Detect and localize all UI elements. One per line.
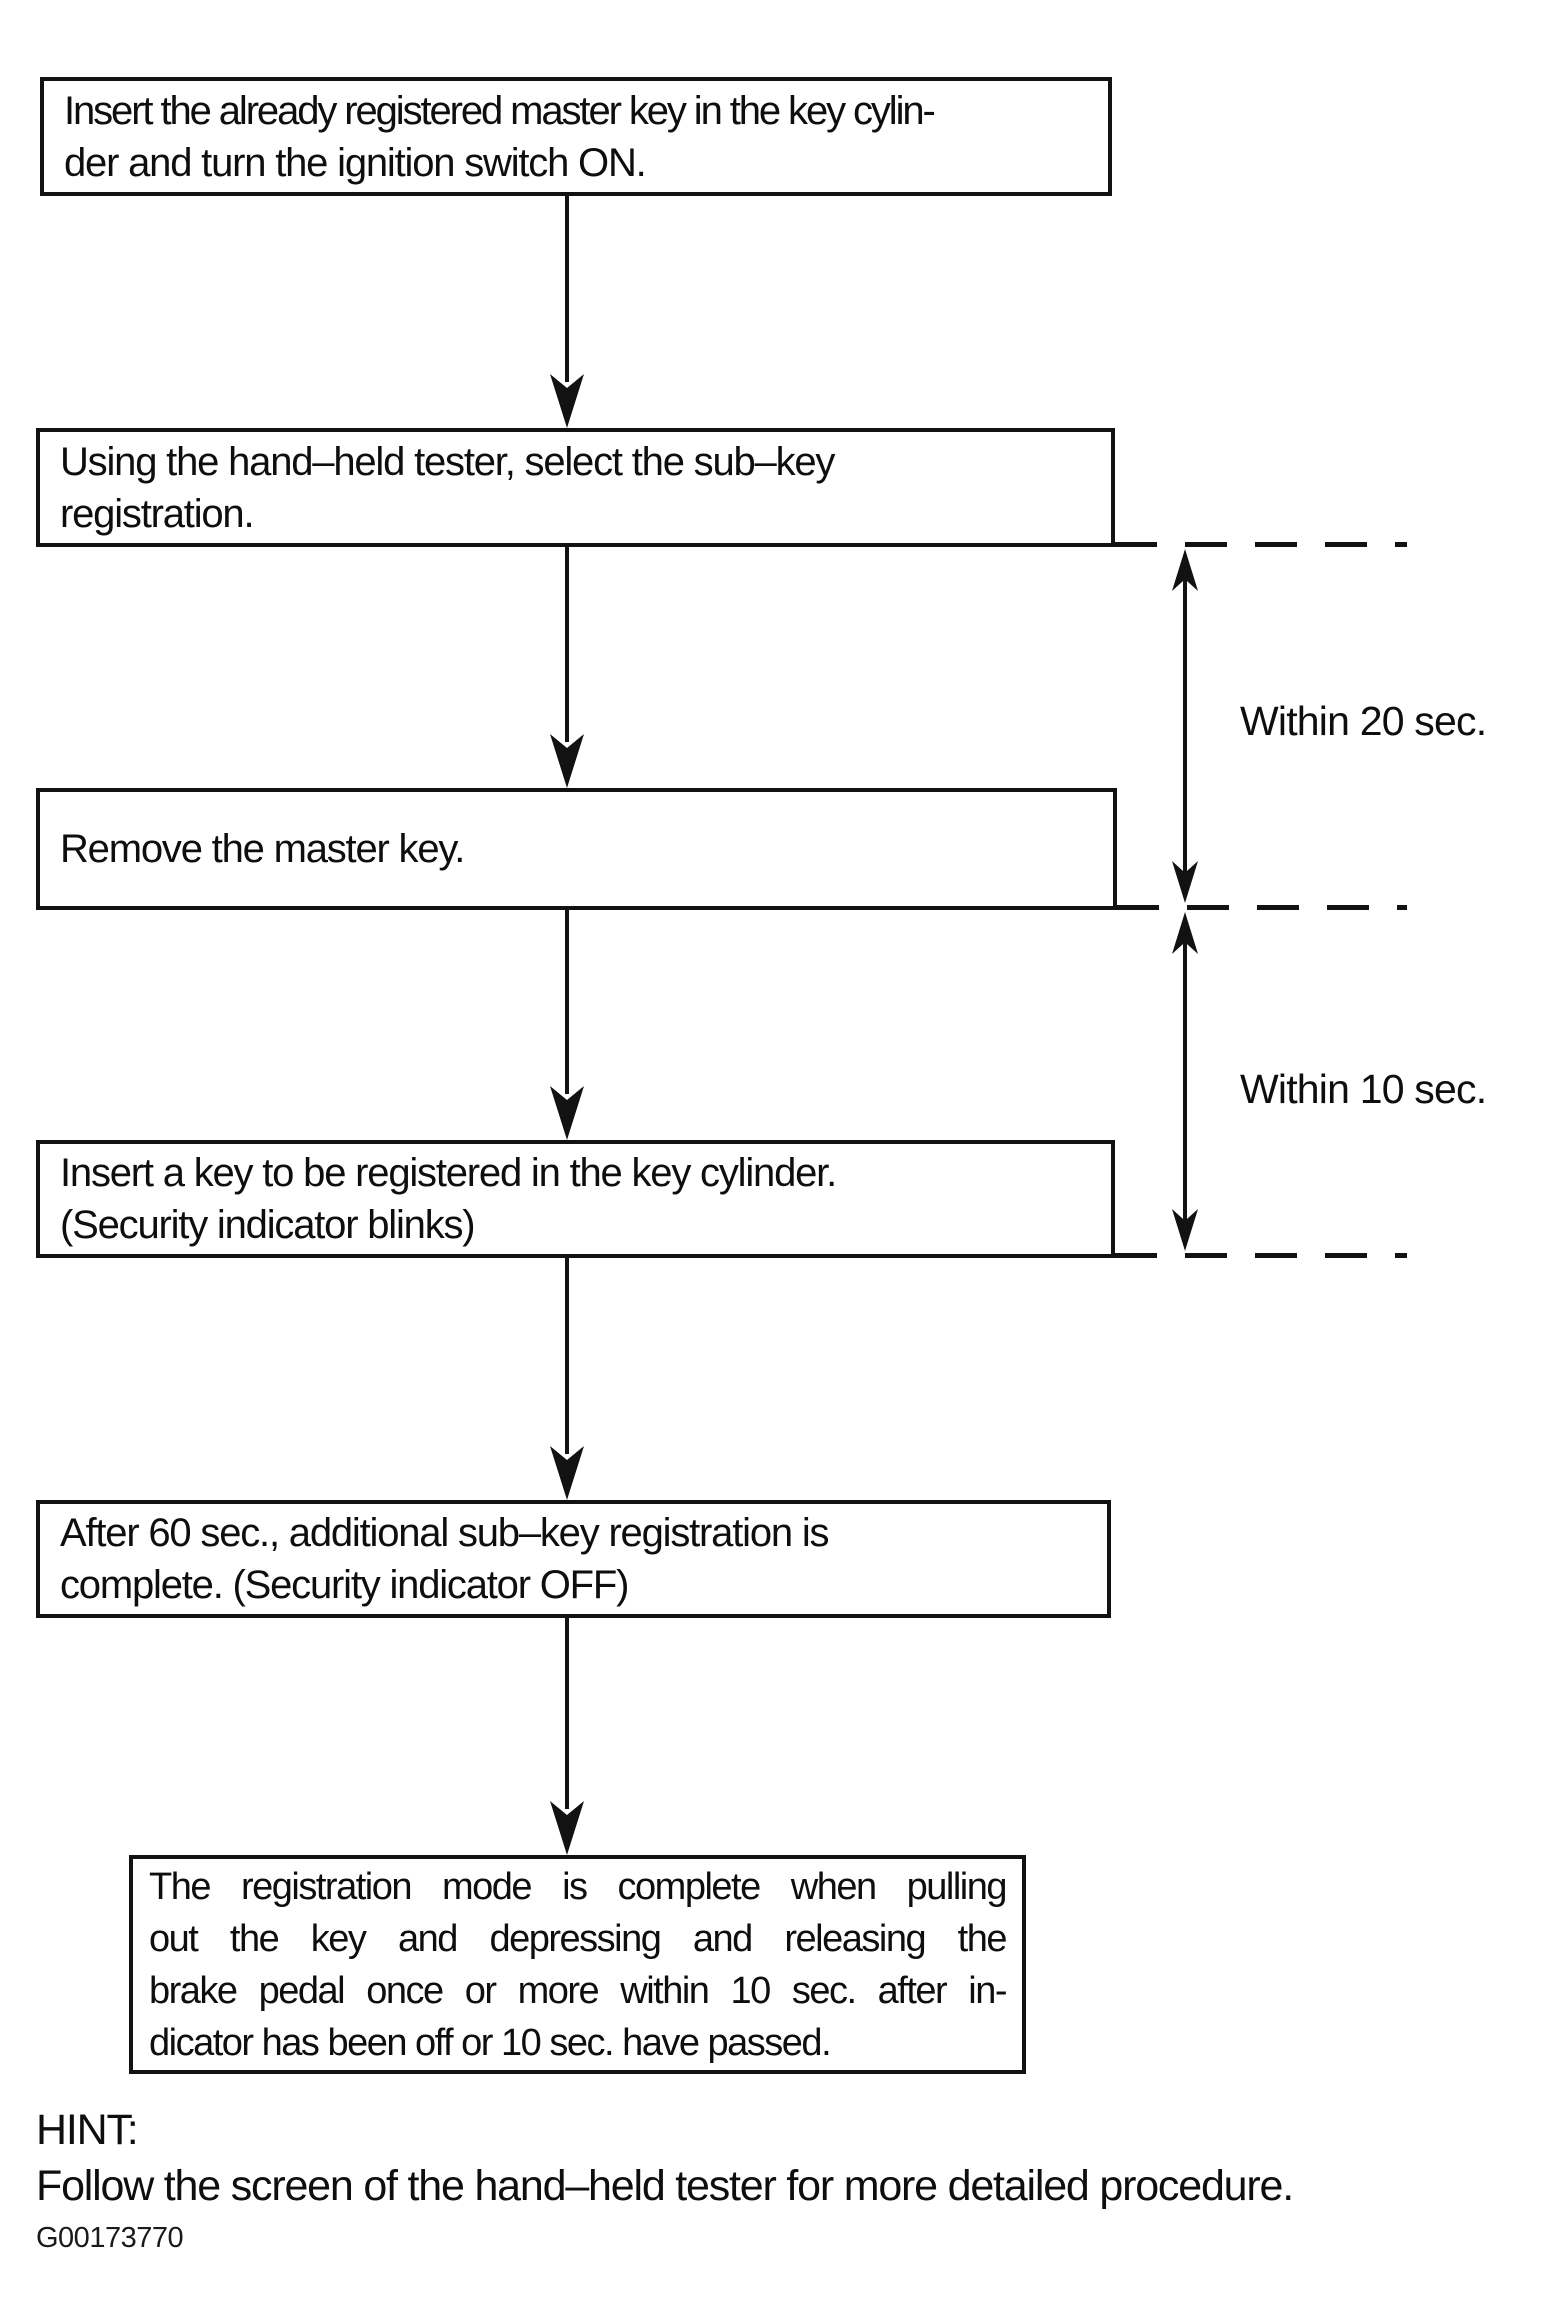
flow-box-line: complete. (Security indicator OFF) xyxy=(60,1563,629,1607)
dashed-reference-line-step4-bottom xyxy=(1115,1253,1407,1258)
flow-box-step-6: The registration mode is complete when p… xyxy=(129,1855,1026,2074)
timing-span-arrow-20sec xyxy=(1172,549,1198,903)
arrow-shaft xyxy=(1183,577,1187,875)
flow-box-line: The registration mode is complete when p… xyxy=(149,1865,1008,1908)
flow-box-line: der and turn the ignition switch ON. xyxy=(64,140,647,185)
flow-arrow-step1-to-step2 xyxy=(550,196,584,428)
arrow-shaft xyxy=(565,1618,569,1809)
flow-box-line: Using the hand–held tester, select the s… xyxy=(60,439,835,484)
arrow-shaft xyxy=(1183,940,1187,1223)
flow-box-line: brake pedal once or more within 10 sec. … xyxy=(149,1969,1008,2012)
flow-box-step-1: Insert the already registered master key… xyxy=(40,77,1112,196)
flow-box-line: out the key and depressing and releasing… xyxy=(149,1917,1008,1960)
arrow-shaft xyxy=(565,547,569,742)
flow-box-line: registration. xyxy=(60,491,255,536)
arrowhead-down-icon xyxy=(550,1446,584,1500)
flow-arrow-step3-to-step4 xyxy=(550,910,584,1140)
flow-box-line: Insert the already registered master key… xyxy=(64,88,936,133)
flow-box-line: dicator has been off or 10 sec. have pas… xyxy=(149,2021,832,2064)
flow-box-line: Insert a key to be registered in the key… xyxy=(60,1151,837,1195)
flow-box-step-5: After 60 sec., additional sub–key regist… xyxy=(36,1500,1111,1618)
flow-box-step-4: Insert a key to be registered in the key… xyxy=(36,1140,1115,1258)
arrow-shaft xyxy=(565,910,569,1094)
flow-box-line: (Security indicator blinks) xyxy=(60,1203,476,1247)
arrowhead-down-icon xyxy=(550,1086,584,1140)
arrowhead-down-icon xyxy=(550,1801,584,1855)
flow-arrow-step4-to-step5 xyxy=(550,1258,584,1500)
arrowhead-down-icon xyxy=(550,734,584,788)
arrow-shaft xyxy=(565,1258,569,1454)
timing-span-arrow-10sec xyxy=(1172,912,1198,1251)
hint-heading: HINT: xyxy=(36,2106,139,2154)
flow-arrow-step5-to-step6 xyxy=(550,1618,584,1855)
flow-box-step-2: Using the hand–held tester, select the s… xyxy=(36,428,1115,547)
arrow-shaft xyxy=(565,196,569,382)
timing-label-within-10-sec: Within 10 sec. xyxy=(1240,1066,1487,1112)
dashed-reference-line-step3-bottom xyxy=(1117,905,1407,910)
hint-text: Follow the screen of the hand–held teste… xyxy=(36,2162,1294,2210)
flow-box-line: After 60 sec., additional sub–key regist… xyxy=(60,1511,830,1555)
dashed-reference-line-step2-bottom xyxy=(1115,542,1407,547)
flow-box-line: Remove the master key. xyxy=(60,827,465,871)
flow-arrow-step2-to-step3 xyxy=(550,547,584,788)
figure-id: G00173770 xyxy=(36,2222,184,2254)
timing-label-within-20-sec: Within 20 sec. xyxy=(1240,698,1487,744)
flow-box-step-3: Remove the master key. xyxy=(36,788,1117,910)
arrowhead-down-icon xyxy=(550,374,584,428)
